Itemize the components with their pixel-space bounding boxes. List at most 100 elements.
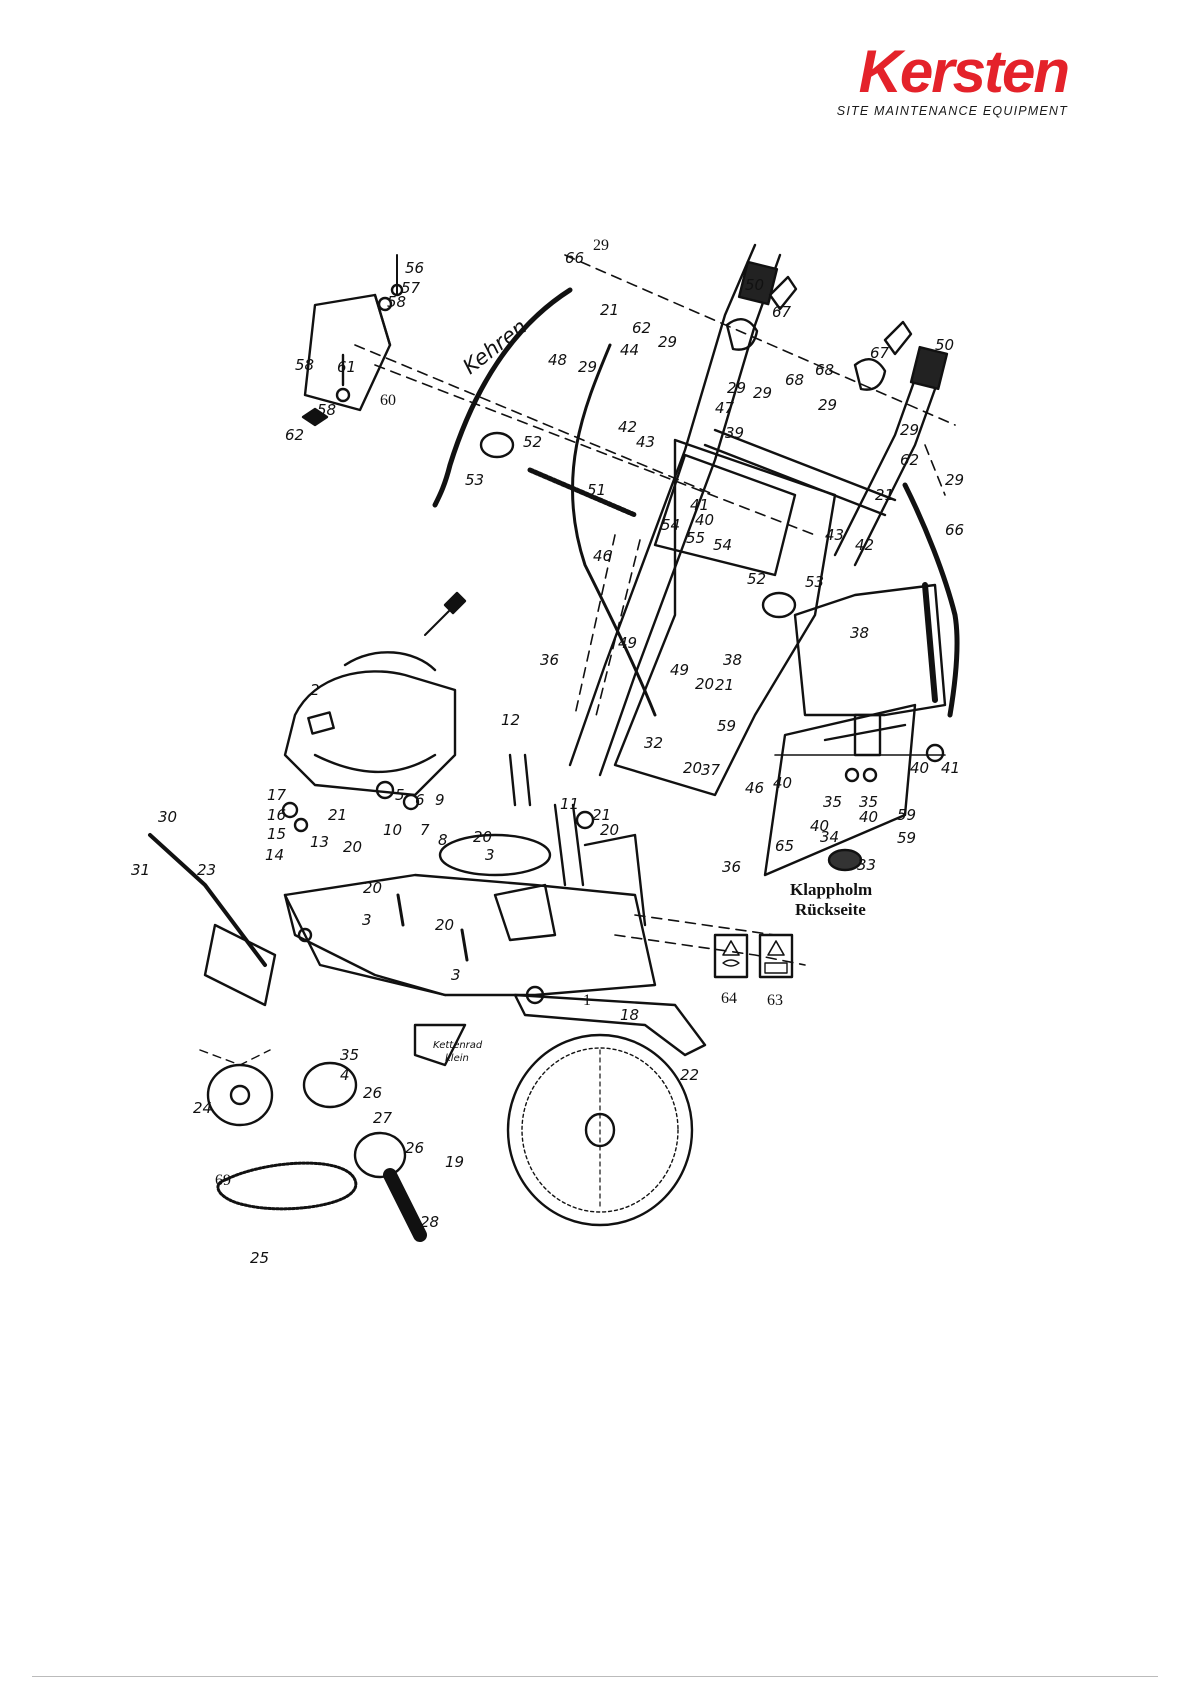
svg-text:49: 49 bbox=[670, 661, 689, 679]
page-bottom-rule bbox=[32, 1676, 1158, 1677]
knob bbox=[827, 848, 863, 872]
svg-text:41: 41 bbox=[941, 759, 960, 777]
axle-stub bbox=[383, 1168, 427, 1242]
svg-text:43: 43 bbox=[825, 526, 844, 544]
svg-text:27: 27 bbox=[373, 1109, 393, 1127]
svg-text:20: 20 bbox=[473, 828, 492, 846]
handle-grip-left bbox=[737, 260, 779, 306]
svg-text:29: 29 bbox=[658, 333, 677, 351]
svg-text:49: 49 bbox=[618, 634, 637, 652]
svg-text:42: 42 bbox=[855, 536, 874, 554]
svg-text:62: 62 bbox=[632, 319, 651, 337]
chassis-opening bbox=[438, 833, 552, 877]
svg-text:20: 20 bbox=[435, 916, 454, 934]
svg-text:12: 12 bbox=[501, 711, 520, 729]
svg-text:35: 35 bbox=[340, 1046, 359, 1064]
svg-text:63: 63 bbox=[767, 992, 783, 1009]
warning-gear-icon bbox=[713, 933, 749, 979]
svg-text:29: 29 bbox=[593, 237, 609, 254]
svg-text:48: 48 bbox=[548, 351, 567, 369]
svg-text:47: 47 bbox=[715, 399, 735, 417]
handlebar-left-tube bbox=[568, 243, 757, 767]
wheel-fork bbox=[513, 993, 707, 1057]
svg-text:34: 34 bbox=[820, 828, 839, 846]
sprocket-small bbox=[302, 1061, 358, 1109]
warning-manual-icon bbox=[758, 933, 794, 979]
svg-text:3: 3 bbox=[451, 966, 461, 984]
svg-text:59: 59 bbox=[717, 717, 736, 735]
svg-text:40: 40 bbox=[910, 759, 929, 777]
svg-text:35: 35 bbox=[859, 793, 878, 811]
parts-drawing-svg: 29 66 56 57 58 58 61 60 58 62 21 50 67 6… bbox=[131, 237, 964, 1267]
svg-text:21: 21 bbox=[592, 806, 611, 824]
svg-text:5: 5 bbox=[395, 786, 405, 804]
svg-text:36: 36 bbox=[540, 651, 559, 669]
svg-text:13: 13 bbox=[310, 833, 329, 851]
svg-text:33: 33 bbox=[857, 856, 876, 874]
handle-grip-right bbox=[909, 345, 949, 391]
svg-text:37: 37 bbox=[701, 761, 721, 779]
svg-text:39: 39 bbox=[725, 424, 744, 442]
svg-text:8: 8 bbox=[438, 831, 448, 849]
svg-text:19: 19 bbox=[445, 1153, 464, 1171]
fold-handle-back-plate bbox=[793, 583, 947, 717]
svg-text:20: 20 bbox=[695, 675, 714, 693]
svg-text:20: 20 bbox=[343, 838, 362, 856]
svg-text:26: 26 bbox=[405, 1139, 424, 1157]
svg-text:52: 52 bbox=[523, 433, 542, 451]
svg-text:64: 64 bbox=[721, 990, 737, 1007]
svg-text:3: 3 bbox=[362, 911, 372, 929]
svg-text:40: 40 bbox=[695, 511, 714, 529]
svg-text:14: 14 bbox=[265, 846, 284, 864]
sprocket-large bbox=[206, 1063, 274, 1127]
svg-text:21: 21 bbox=[715, 676, 734, 694]
svg-text:29: 29 bbox=[727, 379, 746, 397]
svg-text:51: 51 bbox=[587, 481, 606, 499]
brand-name: Kersten bbox=[858, 38, 1070, 105]
control-cable bbox=[432, 287, 573, 508]
drive-chain bbox=[216, 1161, 358, 1211]
svg-text:29: 29 bbox=[578, 358, 597, 376]
svg-text:66: 66 bbox=[565, 249, 584, 267]
svg-text:54: 54 bbox=[661, 516, 680, 534]
svg-text:62: 62 bbox=[285, 426, 304, 444]
svg-text:29: 29 bbox=[818, 396, 837, 414]
svg-text:46: 46 bbox=[745, 779, 764, 797]
svg-text:18: 18 bbox=[620, 1006, 639, 1024]
svg-text:6: 6 bbox=[415, 791, 425, 809]
note-kettenrad: Kettenrad bbox=[433, 1040, 483, 1051]
svg-text:58: 58 bbox=[317, 401, 336, 419]
svg-text:69: 69 bbox=[215, 1172, 231, 1189]
svg-text:28: 28 bbox=[420, 1213, 439, 1231]
svg-text:55: 55 bbox=[686, 529, 705, 547]
svg-text:68: 68 bbox=[815, 361, 834, 379]
svg-text:29: 29 bbox=[753, 384, 772, 402]
svg-text:2: 2 bbox=[310, 681, 320, 699]
svg-text:68: 68 bbox=[785, 371, 804, 389]
wheel-tire bbox=[506, 1033, 694, 1227]
svg-text:30: 30 bbox=[158, 808, 177, 826]
drive-shaft bbox=[148, 833, 267, 967]
svg-text:60: 60 bbox=[380, 392, 396, 409]
svg-text:53: 53 bbox=[465, 471, 484, 489]
svg-text:20: 20 bbox=[683, 759, 702, 777]
svg-text:29: 29 bbox=[945, 471, 964, 489]
flange bbox=[353, 1131, 407, 1179]
svg-text:50: 50 bbox=[935, 336, 954, 354]
svg-text:4: 4 bbox=[340, 1066, 350, 1084]
svg-text:52: 52 bbox=[747, 570, 766, 588]
svg-text:31: 31 bbox=[131, 861, 150, 879]
svg-text:41: 41 bbox=[690, 496, 709, 514]
svg-text:65: 65 bbox=[775, 837, 794, 855]
svg-text:24: 24 bbox=[193, 1099, 212, 1117]
svg-text:66: 66 bbox=[945, 521, 964, 539]
svg-text:67: 67 bbox=[772, 303, 792, 321]
svg-text:38: 38 bbox=[723, 651, 742, 669]
svg-text:40: 40 bbox=[810, 817, 829, 835]
svg-text:53: 53 bbox=[805, 573, 824, 591]
svg-text:38: 38 bbox=[850, 624, 869, 642]
svg-text:21: 21 bbox=[875, 486, 894, 504]
svg-text:42: 42 bbox=[618, 418, 637, 436]
svg-text:40: 40 bbox=[773, 774, 792, 792]
svg-text:50: 50 bbox=[745, 276, 764, 294]
